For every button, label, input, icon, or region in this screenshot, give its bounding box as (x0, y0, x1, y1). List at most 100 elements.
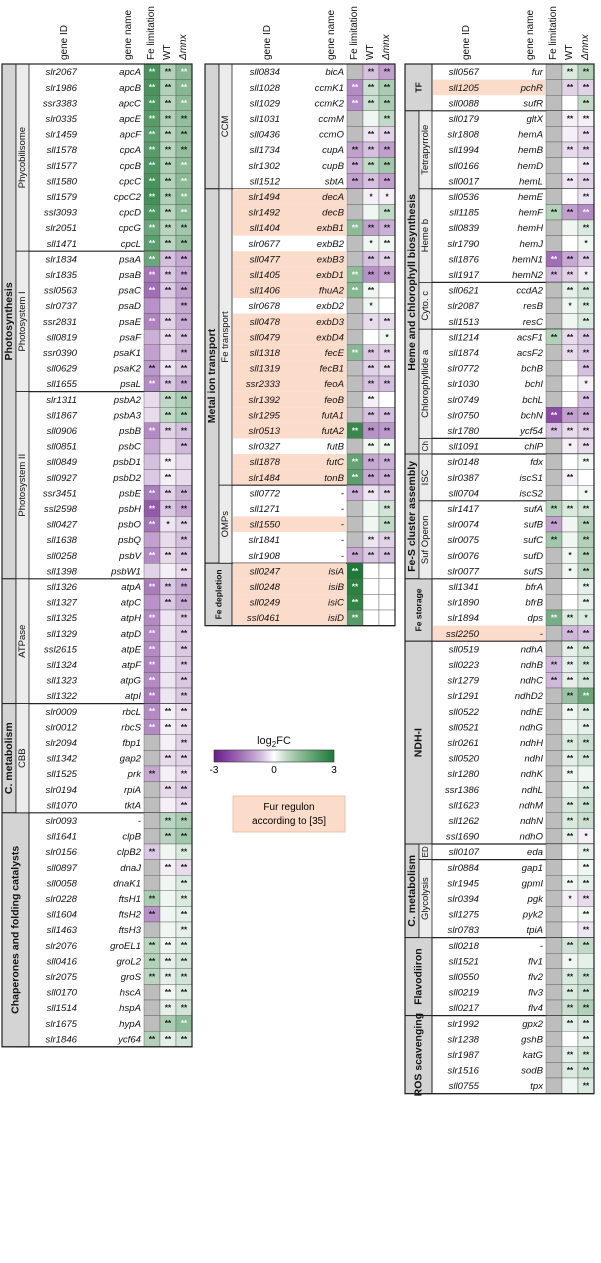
significance-mark: ** (583, 816, 590, 825)
significance-mark: ** (149, 270, 156, 279)
fe-limitation-cell (545, 485, 563, 502)
gene-id: sll1876 (449, 254, 480, 265)
significance-mark: ** (181, 83, 188, 92)
wt-cell (159, 687, 177, 704)
gene-name: pyk2 (522, 910, 544, 921)
significance-mark: ** (165, 551, 172, 560)
significance-mark: ** (583, 941, 590, 950)
gene-name: isiB (329, 582, 345, 593)
header-wt-p0: WT (162, 44, 173, 60)
significance-mark: ** (181, 177, 188, 186)
gene-id: sll0839 (449, 223, 480, 234)
gene-name: chlP (524, 442, 543, 453)
significance-mark: ** (149, 208, 156, 217)
significance-mark: ** (368, 442, 375, 451)
gene-id: slr1808 (448, 130, 480, 141)
gene-id: ssl0461 (247, 613, 280, 624)
subcategory-label: ED (421, 846, 430, 857)
wt-cell (159, 641, 177, 658)
significance-mark: ** (181, 785, 188, 794)
category-bar (1, 578, 17, 705)
significance-mark: ** (583, 255, 590, 264)
significance-mark: ** (567, 1066, 574, 1075)
gene-id: sll1878 (250, 457, 281, 468)
gene-name: isiA (329, 566, 344, 577)
fe-limitation-cell (346, 297, 364, 314)
significance-mark: ** (165, 130, 172, 139)
gene-id: sll1917 (449, 270, 480, 281)
header-gene-id-p0: gene ID (59, 25, 70, 60)
significance-mark: ** (149, 676, 156, 685)
gene-name: gpmI (522, 878, 544, 889)
significance-mark: ** (181, 333, 188, 342)
significance-mark: ** (583, 879, 590, 888)
fe-limitation-cell (143, 1015, 161, 1032)
significance-mark: ** (165, 364, 172, 373)
significance-mark: ** (583, 723, 590, 732)
significance-mark: ** (181, 146, 188, 155)
gene-id: sll1512 (250, 176, 281, 187)
significance-mark: ** (165, 99, 172, 108)
gene-name: exbD3 (316, 317, 344, 328)
wt-cell (561, 906, 579, 923)
gene-id: slr0194 (46, 785, 77, 796)
fur-regulon-highlight (233, 610, 346, 626)
gene-name: ftsH2 (119, 910, 142, 921)
significance-mark: ** (165, 380, 172, 389)
header-fe-p2: Fe limitation (548, 6, 559, 60)
significance-mark: ** (567, 1019, 574, 1028)
gene-name: psbV (118, 551, 142, 562)
significance-mark: ** (165, 785, 172, 794)
legend-min-label: -3 (210, 765, 219, 776)
significance-mark: ** (165, 972, 172, 981)
significance-mark: ** (181, 723, 188, 732)
significance-mark: ** (149, 692, 156, 701)
wt-cell (561, 531, 579, 548)
fe-limitation-cell (346, 375, 364, 392)
significance-mark: ** (149, 629, 156, 638)
gene-name: atpG (120, 676, 141, 687)
subcategory-bar (15, 703, 30, 814)
wt-cell (561, 391, 579, 408)
gene-name: rpiA (124, 785, 141, 796)
significance-mark: ** (352, 473, 359, 482)
significance-mark: ** (567, 411, 574, 420)
fe-limitation-cell (143, 984, 161, 1001)
header-gene-name-p1: gene name (326, 10, 337, 60)
gene-id: sll1205 (449, 83, 480, 94)
gene-id: sll1325 (47, 613, 78, 624)
significance-mark: ** (181, 302, 188, 311)
significance-mark: ** (583, 83, 590, 92)
significance-mark: ** (567, 177, 574, 186)
header-wt-p1: WT (365, 44, 376, 60)
significance-mark: ** (567, 1004, 574, 1013)
mnx-cell (378, 282, 396, 299)
gene-id: sll1604 (47, 910, 77, 921)
significance-mark: ** (583, 894, 590, 903)
gene-name: ndhI (524, 754, 543, 765)
gene-name: ccdA2 (516, 286, 543, 297)
significance-mark: ** (181, 255, 188, 264)
significance-mark: ** (567, 692, 574, 701)
category-bar (204, 63, 220, 190)
gene-id: slr0261 (448, 738, 479, 749)
significance-mark: ** (149, 520, 156, 529)
gene-name: prk (127, 769, 143, 780)
significance-mark: ** (181, 567, 188, 576)
gene-name: psaE (118, 317, 141, 328)
gene-id: sll1324 (47, 660, 77, 671)
gene-id: sll1275 (449, 910, 480, 921)
significance-mark: ** (181, 832, 188, 841)
significance-mark: ** (551, 536, 558, 545)
gene-name: psaK1 (113, 348, 141, 359)
fe-limitation-cell (545, 282, 563, 299)
subcategory-label: Chlorophyllide a (420, 349, 431, 418)
fur-regulon-highlight (433, 79, 545, 96)
significance-mark: ** (165, 832, 172, 841)
gene-name: flv1 (528, 956, 543, 967)
gene-name: tonB (324, 473, 344, 484)
fe-limitation-cell (545, 859, 563, 876)
gene-id: sll1327 (47, 598, 78, 609)
wt-cell (362, 516, 380, 533)
significance-mark: ** (181, 863, 188, 872)
